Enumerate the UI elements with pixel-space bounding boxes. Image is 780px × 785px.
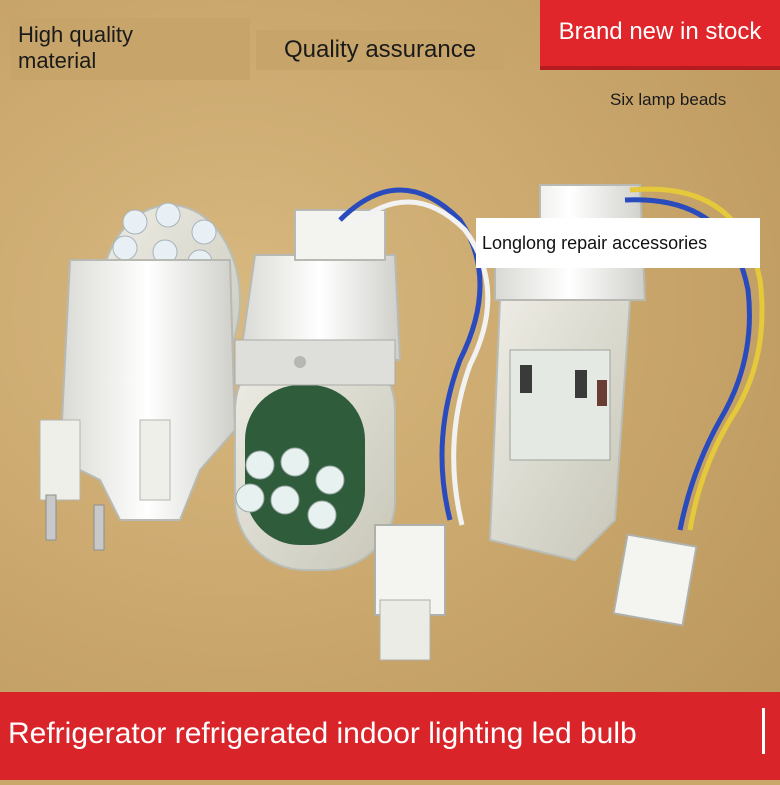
quality-assurance-label: Quality assurance	[256, 30, 504, 70]
repair-accessories-label: Longlong repair accessories	[476, 218, 760, 268]
led-bulb-middle	[234, 209, 402, 571]
brand-new-badge: Brand new in stock	[540, 0, 780, 66]
wires	[338, 186, 765, 531]
connectors	[374, 524, 698, 661]
six-lamp-beads-label: Six lamp beads	[610, 90, 727, 109]
banner-separator	[762, 708, 765, 754]
high-quality-label: High quality material	[10, 18, 250, 80]
product-title-banner: Refrigerator refrigerated indoor lightin…	[0, 692, 780, 780]
led-bulb-left	[39, 202, 241, 551]
